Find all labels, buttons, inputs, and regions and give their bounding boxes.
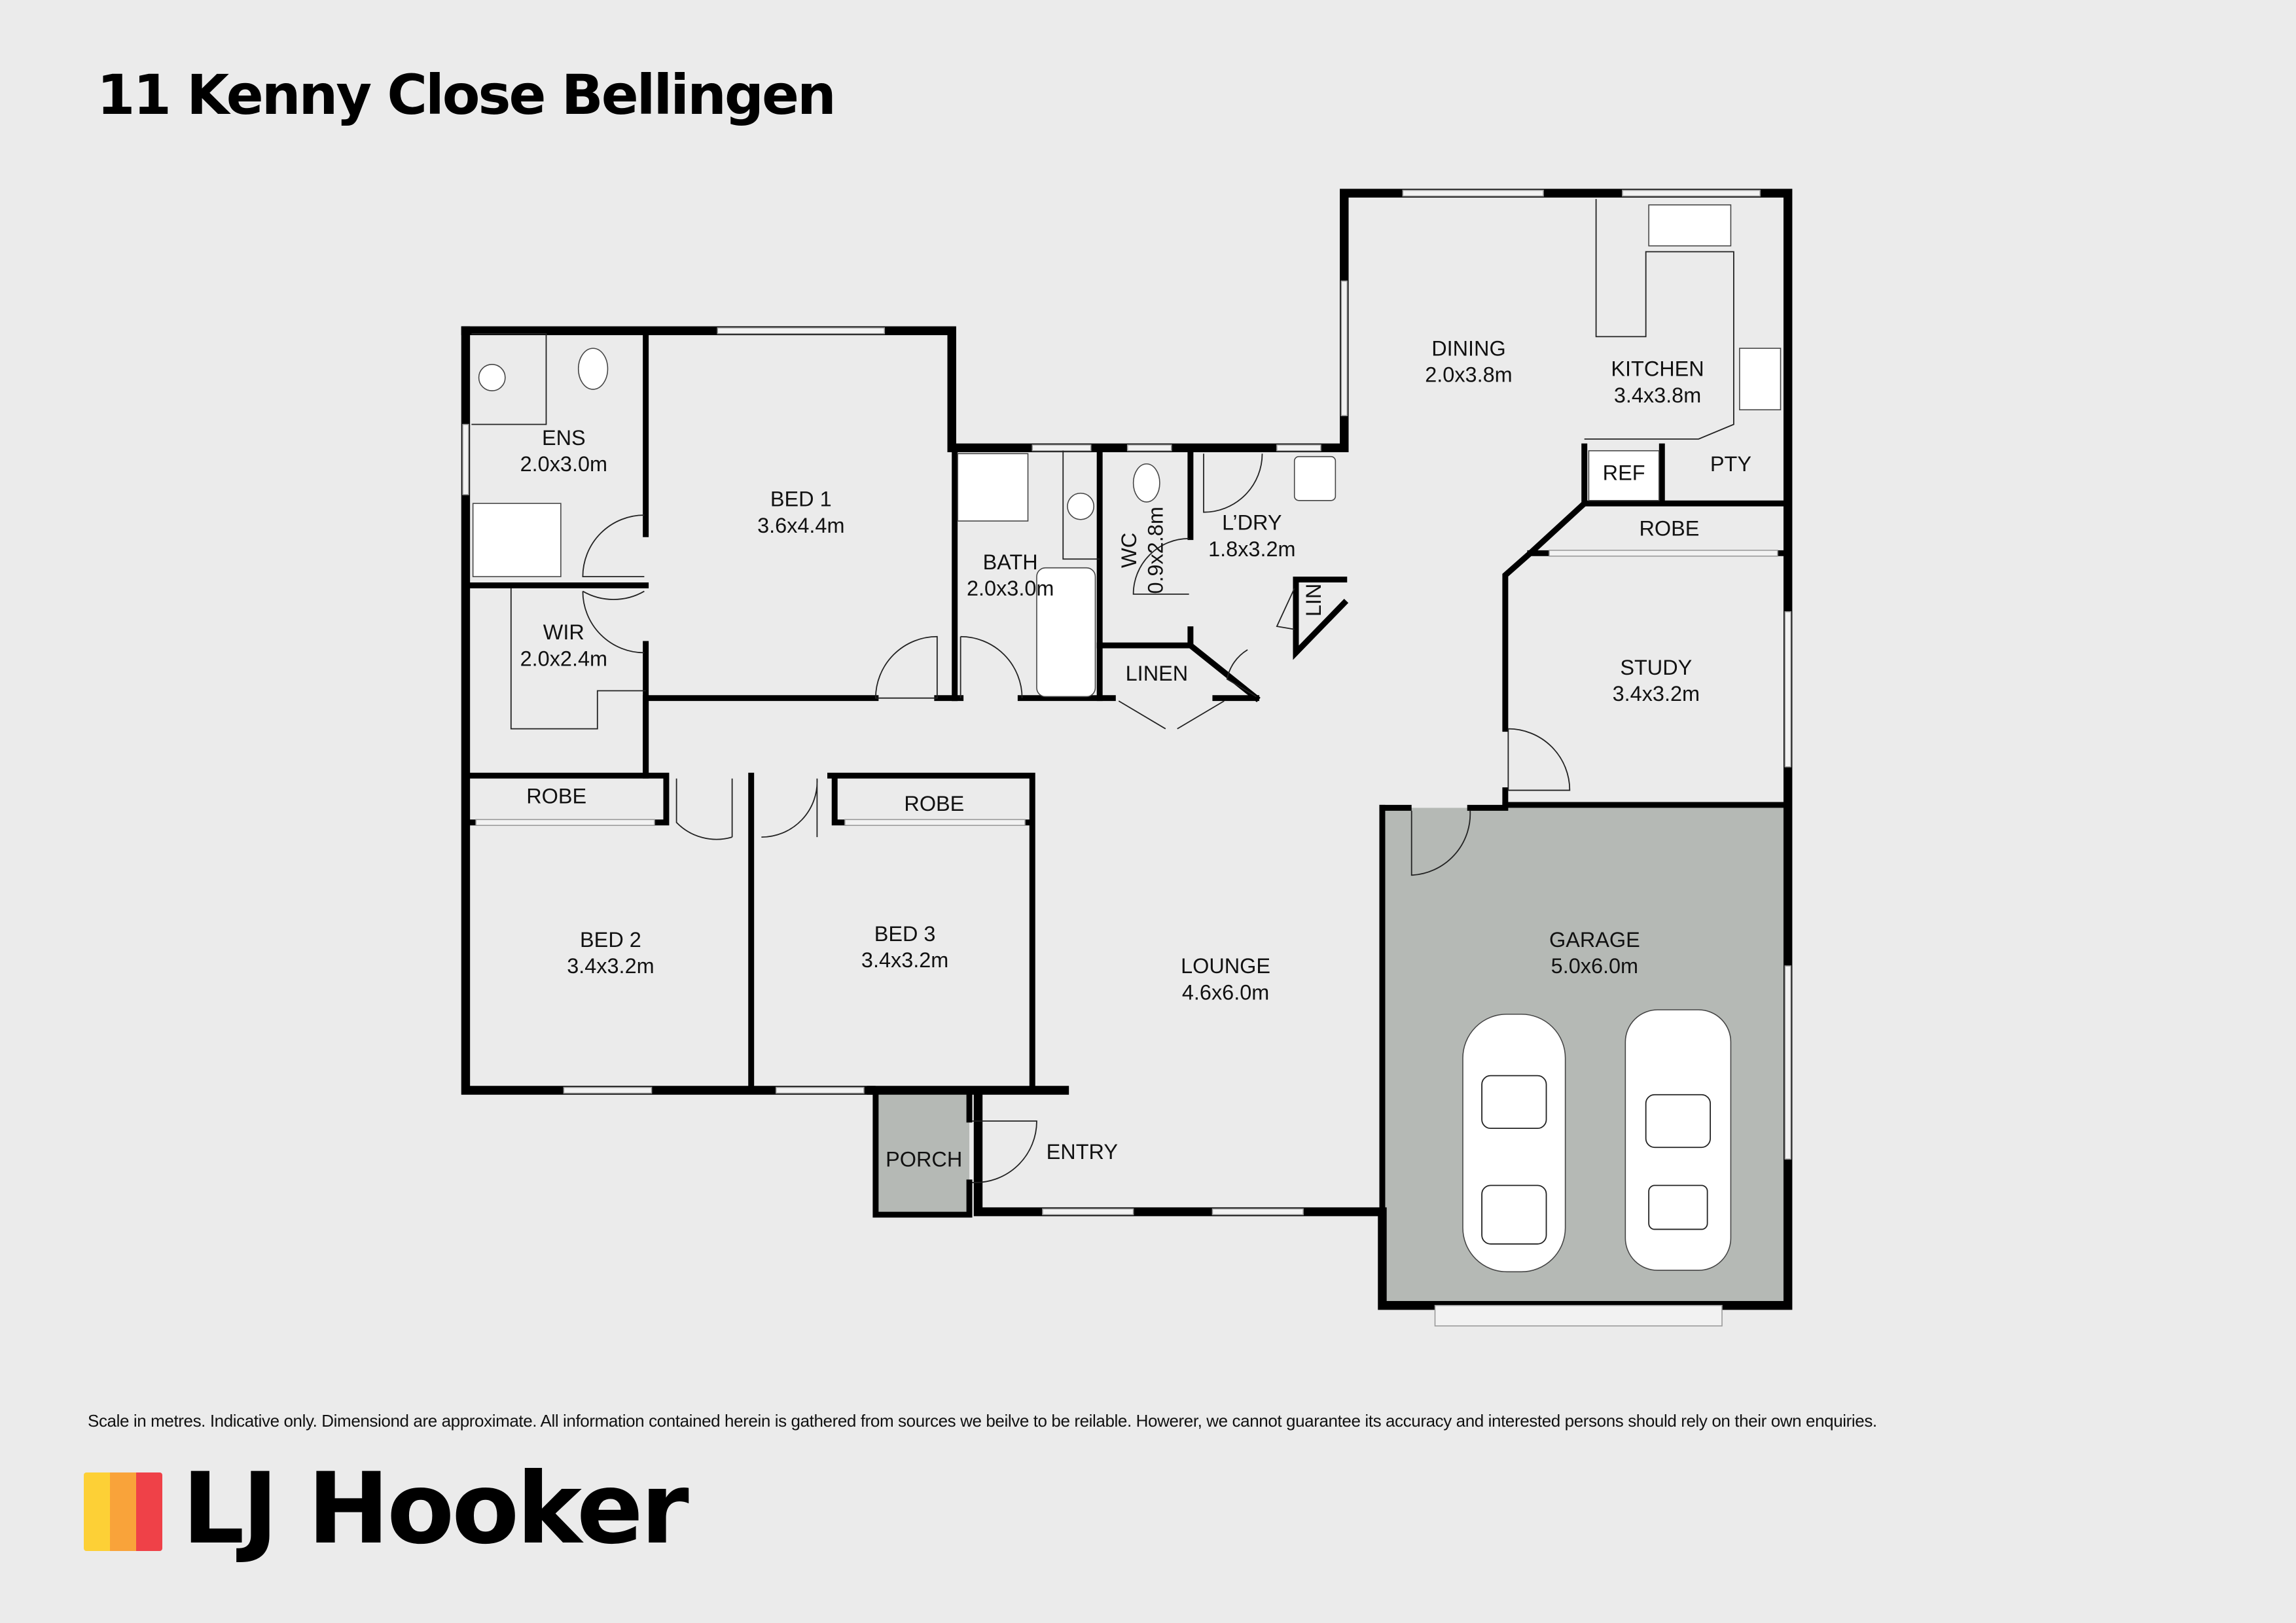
car-left-icon bbox=[1462, 1013, 1566, 1273]
ens-basin-icon bbox=[478, 364, 506, 391]
car-right-icon bbox=[1624, 1009, 1732, 1271]
bath-shower-icon bbox=[957, 453, 1029, 522]
wc-toilet-icon bbox=[1132, 463, 1160, 503]
ens-toilet-icon bbox=[577, 348, 609, 390]
room-entry: ENTRY bbox=[1047, 1140, 1118, 1164]
room-linen: LINEN bbox=[1126, 662, 1189, 685]
bath-basin-icon bbox=[1067, 492, 1095, 520]
room-robe-study: ROBE bbox=[1640, 516, 1700, 540]
page-title: 11 Kenny Close Bellingen bbox=[97, 63, 836, 127]
doors bbox=[582, 454, 1571, 1183]
room-robe-bed2: ROBE bbox=[526, 785, 586, 808]
room-robe-bed3: ROBE bbox=[904, 792, 964, 815]
room-porch: PORCH bbox=[886, 1147, 962, 1171]
room-lin: LIN bbox=[1302, 584, 1325, 616]
logo-wordmark: LJ Hooker bbox=[182, 1452, 689, 1566]
kitchen-sink-icon bbox=[1648, 204, 1732, 247]
logo-stripes-icon bbox=[84, 1472, 162, 1551]
laundry-tub-icon bbox=[1293, 455, 1336, 501]
fixtures bbox=[471, 199, 1782, 730]
fridge-space bbox=[1588, 450, 1660, 501]
room-pty: PTY bbox=[1710, 452, 1751, 476]
cars bbox=[1462, 1009, 1732, 1273]
disclaimer-text: Scale in metres. Indicative only. Dimens… bbox=[88, 1411, 1877, 1431]
ens-shower-icon bbox=[472, 503, 562, 577]
lj-hooker-logo: LJ Hooker bbox=[84, 1460, 689, 1558]
room-ref: REF bbox=[1603, 461, 1645, 484]
bathtub-icon bbox=[1036, 567, 1096, 698]
cooktop-icon bbox=[1739, 348, 1782, 410]
windows bbox=[462, 189, 1791, 1327]
porch-floor bbox=[875, 1094, 970, 1215]
